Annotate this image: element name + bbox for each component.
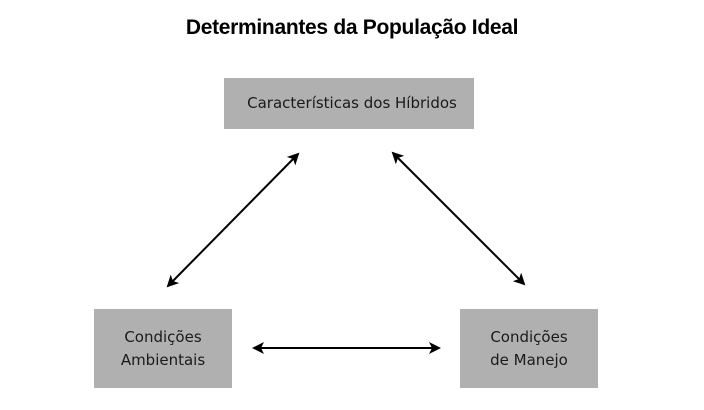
node-label: Características dos Híbridos — [247, 94, 457, 112]
node-label-line-1: Condições — [490, 327, 568, 346]
arrow-top-left — [166, 152, 300, 288]
node-label-line-2: Ambientais — [120, 350, 206, 369]
node-label-line-1: Condições — [124, 327, 202, 346]
diagram-title: Determinantes da População Ideal — [185, 16, 519, 39]
node-label-line-2: de Manejo — [490, 350, 568, 369]
node-hybrid-characteristics: Características dos Híbridos — [224, 78, 474, 129]
node-management-conditions: Condições de Manejo — [460, 309, 598, 388]
node-environmental-conditions: Condições Ambientais — [94, 309, 232, 388]
arrow-top-right — [391, 151, 526, 286]
